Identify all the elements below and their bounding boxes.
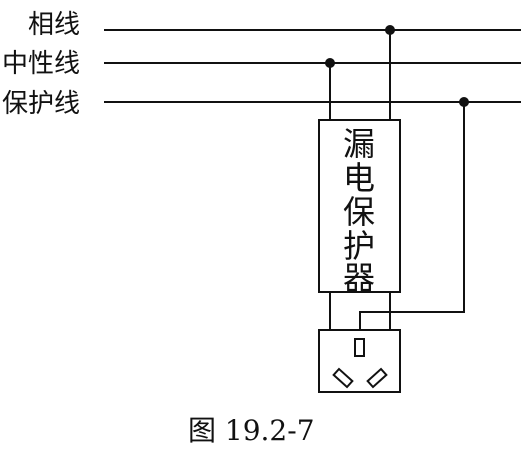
three-pin-socket-icon	[318, 329, 401, 393]
protective-earth-wire	[359, 101, 465, 331]
breaker-char-4: 护	[343, 227, 375, 265]
socket-right-slot	[366, 367, 388, 389]
breaker-char-3: 保	[343, 193, 375, 231]
leakage-protector-box	[318, 119, 401, 293]
phase-line-label: 相线	[28, 10, 80, 40]
breaker-char-2: 电	[343, 159, 375, 197]
socket-earth-slot	[354, 338, 365, 357]
protective-line-label: 保护线	[2, 89, 80, 119]
neutral-line-label: 中性线	[2, 49, 80, 79]
breaker-char-1: 漏	[343, 125, 375, 163]
breaker-char-5: 器	[343, 259, 375, 297]
socket-left-slot	[332, 367, 354, 389]
figure-caption: 图 19.2-7	[188, 414, 315, 447]
